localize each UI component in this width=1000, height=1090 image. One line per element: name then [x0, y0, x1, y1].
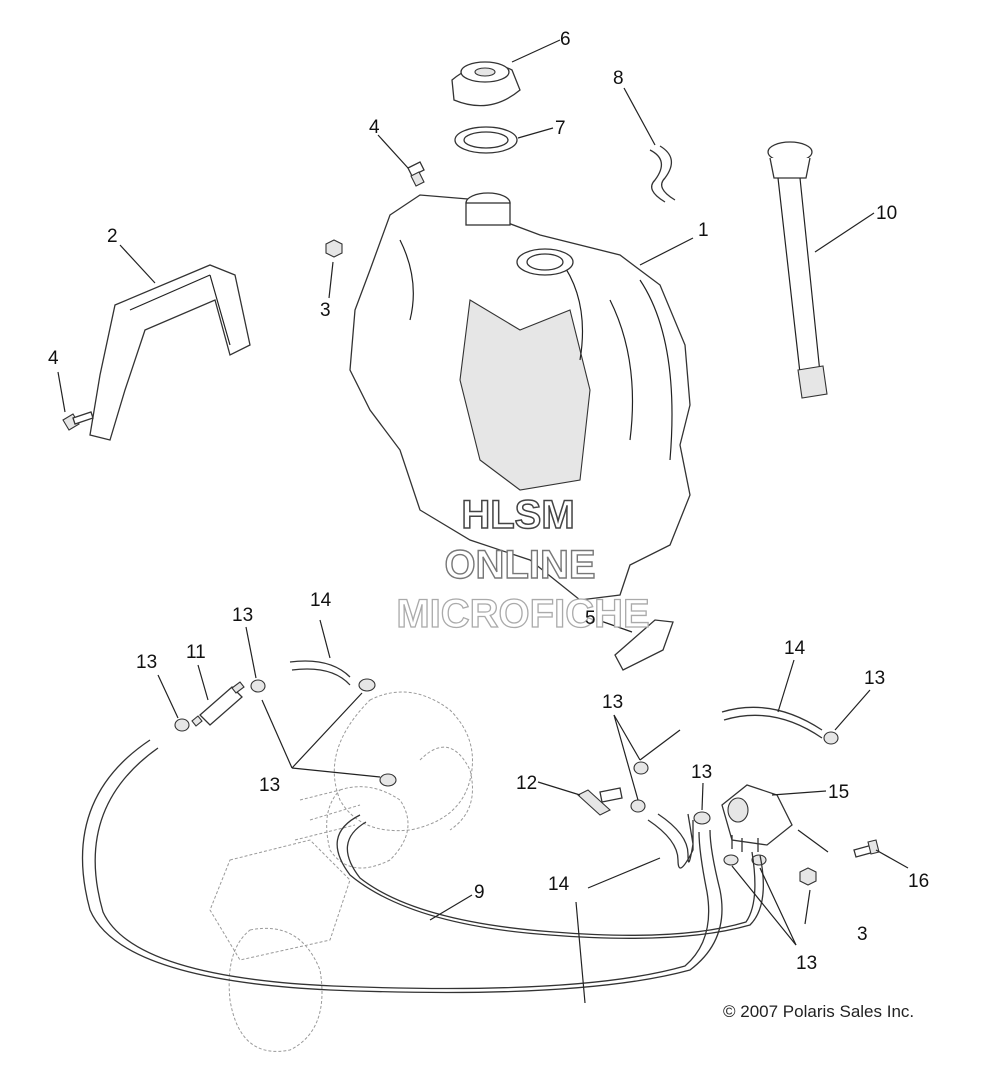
callout-9: 9 [474, 882, 485, 903]
callout-2: 2 [107, 226, 118, 247]
callout-13-center: 13 [602, 692, 623, 713]
watermark-line3: MICROFICHE [396, 592, 649, 636]
nut-lower [799, 867, 817, 886]
watermark-line2: ONLINE [444, 543, 595, 587]
cap-gasket [454, 126, 518, 154]
callout-3-lower: 3 [857, 924, 868, 945]
tank-bracket [89, 264, 251, 441]
callout-6: 6 [560, 29, 571, 50]
callout-14-top-right: 14 [784, 638, 806, 659]
vent-hose [649, 145, 676, 203]
callout-13-pump-top: 13 [691, 762, 712, 783]
callout-13-bottom: 13 [796, 953, 817, 974]
callout-10: 10 [876, 203, 897, 224]
copyright-notice: © 2007 Polaris Sales Inc. [723, 1002, 914, 1021]
bolt-left [62, 411, 94, 431]
fuel-valve [577, 787, 623, 816]
callout-16: 16 [908, 871, 929, 892]
hose-clamps [174, 678, 839, 866]
nut-upper [325, 239, 343, 258]
pump-bolt [853, 839, 880, 858]
fuel-filter [191, 681, 245, 727]
callout-13-right: 13 [864, 668, 885, 689]
callout-8: 8 [613, 68, 624, 89]
bolt-upper [407, 161, 425, 187]
callout-7: 7 [555, 118, 566, 139]
long-fuel-hose [81, 739, 764, 994]
fuel-cap [451, 61, 521, 107]
callout-14-top-left: 14 [310, 590, 332, 611]
callout-4-upper: 4 [369, 117, 380, 138]
leader-lines [57, 39, 909, 1004]
callout-1: 1 [698, 220, 709, 241]
callout-13-mid: 13 [259, 775, 280, 796]
callout-3-upper: 3 [320, 300, 331, 321]
fuel-pump [721, 784, 793, 852]
watermark: HLSM ONLINE MICROFICHE [396, 492, 651, 636]
callout-5: 5 [585, 608, 596, 629]
callout-labels: 1 2 3 3 4 4 5 6 7 8 9 10 11 12 13 13 13 … [48, 29, 929, 974]
watermark-line1: HLSM [461, 493, 574, 537]
callout-14-mid: 14 [548, 874, 570, 895]
callout-11: 11 [186, 642, 206, 663]
fuel-gauge-sender [767, 141, 828, 399]
fuel-hoses [289, 660, 823, 869]
callout-4-left: 4 [48, 348, 59, 369]
hose-clip [614, 619, 674, 671]
fuel-tank [349, 192, 691, 601]
callout-13-left: 13 [136, 652, 157, 673]
callout-15: 15 [828, 782, 849, 803]
callout-12: 12 [516, 773, 537, 794]
callout-13-top: 13 [232, 605, 253, 626]
engine-ghost-outline [209, 691, 473, 1052]
